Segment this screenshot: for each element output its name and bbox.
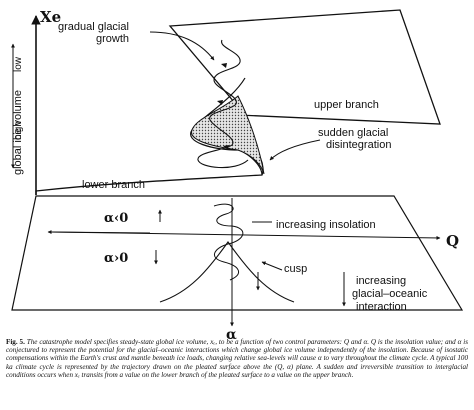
alpha-axis-label: α	[226, 327, 237, 343]
sudden-label-1: sudden glacial	[318, 127, 388, 139]
alpha-neg-label: α‹0	[104, 211, 128, 226]
caption-text: The catastrophe model specifies steady-s…	[6, 338, 468, 379]
upper-branch-label: upper branch	[314, 99, 379, 111]
gradual-growth-label-1: gradual glacial	[58, 21, 129, 33]
increasing-insolation-label: increasing insolation	[276, 219, 376, 231]
growth-arrow	[149, 31, 215, 61]
lower-branch-label: lower branch	[82, 179, 145, 191]
projected-trajectory	[213, 203, 244, 281]
caption-fig-number: Fig. 5.	[6, 338, 25, 346]
climate-trajectory	[197, 39, 249, 169]
cusp-pointer	[261, 261, 283, 271]
alpha-pos-label: α›0	[104, 251, 128, 266]
cusp-label: cusp	[284, 263, 307, 275]
low-label: low	[13, 56, 24, 72]
global-ice-volume-label: global ice volume	[12, 90, 24, 175]
figure-caption: Fig. 5. The catastrophe model specifies …	[6, 338, 468, 408]
interaction-label-1: increasing	[356, 275, 406, 287]
xe-axis-label: Xe	[40, 8, 61, 26]
q-axis-label: Q	[446, 232, 459, 250]
cusp-curve	[159, 241, 295, 303]
interaction-label-2: glacial–oceanic	[352, 288, 428, 300]
sudden-label-2: disintegration	[326, 139, 391, 151]
trajectory-arrow-2	[217, 100, 223, 105]
trajectory-arrow-3	[221, 63, 227, 68]
control-plane	[11, 195, 464, 311]
interaction-label-3: interaction	[356, 301, 407, 313]
sudden-arrow	[269, 139, 321, 161]
high-label: high	[13, 121, 24, 140]
q-axis-left-arrow	[47, 230, 151, 235]
trajectory-arrow-1	[223, 145, 229, 150]
gradual-growth-label-2: growth	[96, 33, 129, 45]
